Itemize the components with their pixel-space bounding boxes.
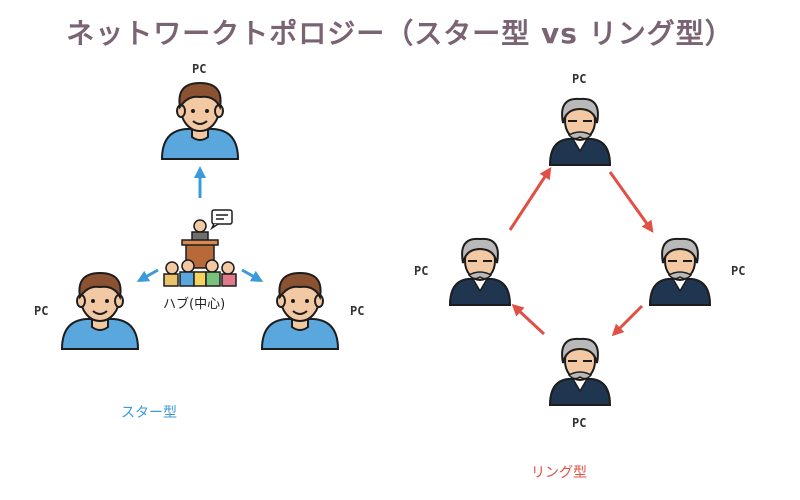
ring-arrow-top-to-right: [608, 171, 654, 233]
star-node-top-icon: [161, 82, 239, 160]
ring-node-bottom-label: PC: [572, 416, 587, 430]
ring-node-bottom-icon: [549, 337, 611, 406]
ring-node-right-icon: [649, 237, 711, 306]
ring-node-top-icon: [549, 97, 611, 166]
star-node-right-label: PC: [350, 304, 365, 318]
ring-caption: リング型: [531, 465, 587, 481]
star-arrow-left: [136, 268, 159, 282]
ring-arrow-left-to-top: [508, 166, 552, 231]
star-arrow-right: [241, 268, 264, 282]
ring-node-right-label: PC: [731, 264, 746, 278]
star-node-left-label: PC: [34, 304, 49, 318]
star-node-top-label: PC: [192, 62, 207, 76]
star-node-right-icon: [261, 272, 339, 350]
star-caption: スター型: [121, 405, 177, 421]
ring-node-left-label: PC: [414, 264, 429, 278]
hub-label: ハブ(中心): [163, 297, 226, 312]
ring-arrow-bottom-to-left: [511, 303, 546, 336]
ring-node-left-icon: [449, 237, 511, 306]
star-node-left-icon: [61, 272, 139, 350]
hub-icon: [163, 209, 237, 287]
page-title: ネットワークトポロジー（スター型 vs リング型）: [66, 17, 734, 50]
ring-arrow-right-to-bottom: [611, 304, 644, 337]
ring-node-top-label: PC: [572, 72, 587, 86]
